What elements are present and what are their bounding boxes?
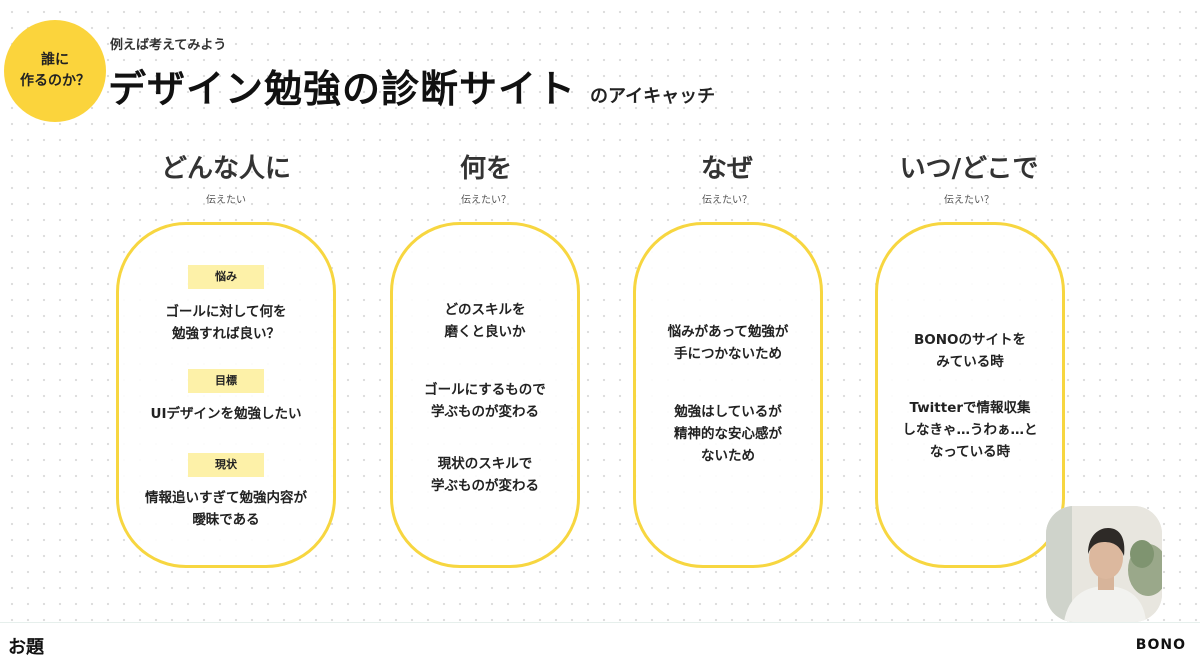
column-subheading-text: 伝えたい — [206, 195, 246, 206]
card-text-line: 情報追いすぎて勉強内容が — [145, 490, 307, 506]
card-text-block: BONOのサイトを みている時 — [886, 329, 1054, 373]
card-text-line: 学ぶものが変わる — [431, 404, 539, 420]
card-text-block: 情報追いすぎて勉強内容が 曖昧である — [127, 487, 325, 531]
card-text-line: 勉強はしているが — [674, 404, 782, 420]
column-heading-why: なぜ 伝えたい？ — [607, 148, 847, 206]
column-heading-text: なぜ — [700, 154, 753, 184]
card-text-line: 勉強すれば良い？ — [172, 326, 280, 342]
card-text-line: 悩みがあって勉強が — [667, 324, 789, 340]
topic-badge: 誰に 作るのか？ — [4, 20, 106, 122]
presenter-video — [1046, 506, 1162, 622]
column-heading-text: 何を — [459, 154, 512, 184]
card-text-line: ないため — [701, 448, 755, 464]
card-text-block: 勉強はしているが 精神的な安心感が ないため — [644, 401, 812, 467]
card-text-block: Twitterで情報収集 しなきゃ…うわぁ…と なっている時 — [886, 397, 1054, 463]
card-text-line: 学ぶものが変わる — [431, 478, 539, 494]
footer-brand-logo: BONO — [1135, 637, 1186, 653]
tag-worry: 悩み — [188, 265, 264, 289]
card-text-block: 現状のスキルで 学ぶものが変わる — [401, 453, 569, 497]
card-text-line: 精神的な安心感が — [674, 426, 782, 442]
slide-footer: お題 BONO — [0, 622, 1200, 661]
card-what: どのスキルを 磨くと良いか ゴールにするもので 学ぶものが変わる 現状のスキルで… — [390, 222, 580, 568]
card-text-line: 磨くと良いか — [444, 324, 526, 340]
card-text-line: 手につかないため — [674, 346, 782, 362]
column-heading-who: どんな人に 伝えたい — [106, 148, 346, 206]
badge-line-2: 作るのか？ — [20, 73, 90, 89]
column-subheading-text: 伝えたい？ — [944, 195, 994, 206]
title-row: デザイン勉強の診断サイト のアイキャッチ — [108, 58, 715, 113]
card-why: 悩みがあって勉強が 手につかないため 勉強はしているが 精神的な安心感が ないた… — [633, 222, 823, 568]
presenter-avatar-icon — [1046, 506, 1162, 622]
column-heading-what: 何を 伝えたい？ — [366, 148, 606, 206]
column-heading-text: どんな人に — [160, 154, 291, 184]
tag-current-state: 現状 — [188, 453, 264, 477]
card-text-line: しなきゃ…うわぁ…と — [902, 422, 1038, 438]
card-text-line: UIデザインを勉強したい — [150, 406, 302, 422]
slide-canvas: 誰に 作るのか？ 例えば考えてみよう デザイン勉強の診断サイト のアイキャッチ … — [0, 0, 1200, 622]
slide-title-suffix: のアイキャッチ — [590, 86, 716, 107]
card-text-line: みている時 — [936, 354, 1004, 370]
card-text-line: なっている時 — [929, 444, 1011, 460]
card-text-block: ゴールにするもので 学ぶものが変わる — [401, 379, 569, 423]
slide-title: デザイン勉強の診断サイト — [108, 67, 577, 111]
badge-line-1: 誰に — [41, 52, 69, 68]
card-text-block: 悩みがあって勉強が 手につかないため — [644, 321, 812, 365]
card-text-line: どのスキルを — [444, 302, 526, 318]
card-text-line: ゴールに対して何を — [165, 304, 287, 320]
tag-goal: 目標 — [188, 369, 264, 393]
card-text-line: ゴールにするもので — [424, 382, 546, 398]
card-when-where: BONOのサイトを みている時 Twitterで情報収集 しなきゃ…うわぁ…と … — [875, 222, 1065, 568]
footer-topic-label: お題 — [8, 637, 44, 658]
card-text-block: UIデザインを勉強したい — [127, 403, 325, 425]
column-subheading-text: 伝えたい？ — [461, 195, 511, 206]
slide-subtitle: 例えば考えてみよう — [110, 38, 227, 53]
card-text-block: どのスキルを 磨くと良いか — [401, 299, 569, 343]
card-who: 悩み ゴールに対して何を 勉強すれば良い？ 目標 UIデザインを勉強したい 現状… — [116, 222, 336, 568]
card-text-line: Twitterで情報収集 — [909, 400, 1031, 416]
card-text-line: BONOのサイトを — [913, 332, 1027, 348]
card-text-line: 現状のスキルで — [437, 456, 533, 472]
card-text-block: ゴールに対して何を 勉強すれば良い？ — [127, 301, 325, 345]
column-subheading-text: 伝えたい？ — [702, 195, 752, 206]
column-heading-text: いつ/どこで — [899, 154, 1039, 184]
card-text-line: 曖昧である — [192, 512, 260, 528]
column-heading-when-where: いつ/どこで 伝えたい？ — [849, 148, 1089, 206]
